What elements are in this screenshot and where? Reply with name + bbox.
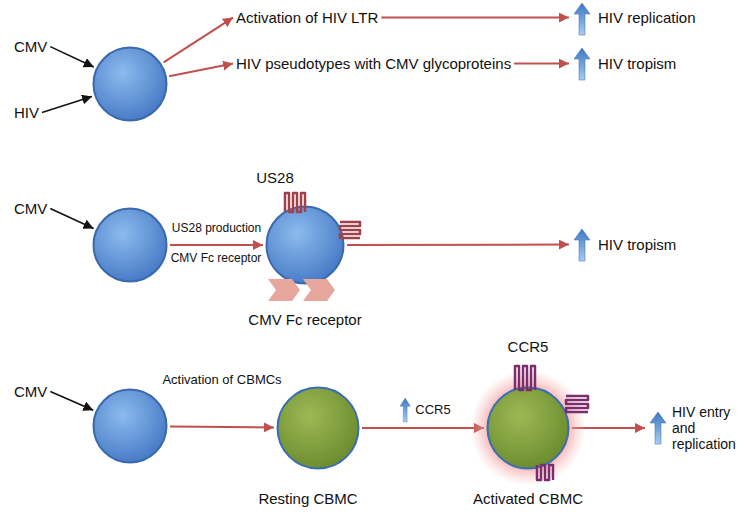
increase-arrow — [574, 229, 590, 261]
node-text: HIV — [14, 104, 39, 121]
node-text: CMV — [14, 200, 47, 217]
arrow-connector — [50, 392, 93, 411]
cell-outline — [486, 386, 570, 470]
fc-receptor — [303, 279, 335, 301]
cell-circle — [92, 46, 168, 122]
cell-circle — [92, 388, 168, 464]
cell-label: CMV Fc receptor — [248, 311, 361, 328]
arrow-connector — [164, 18, 233, 63]
arrow-connector — [169, 64, 233, 77]
text-node: CMV — [14, 383, 47, 400]
text-node: CMV — [14, 200, 47, 217]
cell-outline — [265, 205, 345, 285]
edge-label: US28 production — [171, 222, 262, 236]
text-node: HIV replication — [572, 9, 696, 26]
us28-receptor — [285, 193, 305, 212]
cell-outline — [92, 388, 168, 464]
text-node: Activation of HIV LTR — [236, 9, 378, 26]
arrow-connector — [514, 63, 569, 65]
node-text: HIV tropism — [598, 236, 676, 253]
cell-body — [94, 209, 167, 282]
cell-body — [267, 207, 344, 284]
node-text: HIV pseudotypes with CMV glycoproteins — [236, 55, 511, 72]
node-text: CMV — [14, 38, 47, 55]
us28-receptor — [340, 222, 360, 238]
cell-circle: CCR5Activated CBMC — [486, 386, 570, 470]
increase-arrow — [574, 48, 590, 80]
text-node: HIV tropism — [572, 236, 676, 253]
cell-circle — [92, 207, 168, 283]
cell-body — [278, 388, 359, 469]
arrow-connector — [381, 17, 569, 19]
ccr5-receptor — [566, 396, 588, 412]
cell-body — [488, 388, 569, 469]
edge-label: Activation of CBMCs — [161, 373, 282, 388]
increase-arrow — [650, 412, 666, 444]
cell-outline — [276, 386, 360, 470]
increase-arrow — [400, 398, 410, 422]
text-node: HIV entry and replication — [648, 404, 744, 452]
fc-receptor — [268, 279, 300, 301]
cell-circle: Resting CBMC — [276, 386, 360, 470]
cell-outline — [92, 207, 168, 283]
arrow-connector — [50, 47, 94, 67]
arrow-connector — [362, 427, 484, 429]
arrow-connector — [170, 244, 263, 246]
node-text: HIV tropism — [598, 55, 676, 72]
free-label: CMV Fc receptor — [170, 252, 263, 266]
cell-label: Resting CBMC — [258, 490, 357, 507]
cell-body — [94, 390, 167, 463]
text-node: HIV pseudotypes with CMV glycoproteins — [236, 55, 511, 72]
text-node: CMV — [14, 38, 47, 55]
cell-label: CCR5 — [508, 338, 549, 355]
cell-label: US28 — [256, 169, 294, 186]
arrow-connector — [42, 96, 92, 112]
increase-arrow — [574, 3, 590, 35]
text-node: HIV — [14, 104, 39, 121]
text-node: HIV tropism — [572, 55, 676, 72]
arrow-connector — [170, 426, 274, 427]
ccr5-receptor — [537, 465, 553, 480]
cell-label: Activated CBMC — [473, 490, 583, 507]
node-text: HIV replication — [598, 9, 696, 26]
node-text: CMV — [14, 383, 47, 400]
cell-outline — [92, 46, 168, 122]
node-text: Activation of HIV LTR — [236, 9, 378, 26]
edge-label: CCR5 — [414, 403, 451, 418]
arrow-connector — [50, 209, 93, 229]
cell-circle: US28CMV Fc receptor — [265, 205, 345, 285]
ccr5-receptor — [515, 366, 535, 390]
arrow-connector — [347, 244, 569, 246]
node-text: HIV entry and replication — [672, 404, 744, 452]
cell-body — [94, 48, 167, 121]
